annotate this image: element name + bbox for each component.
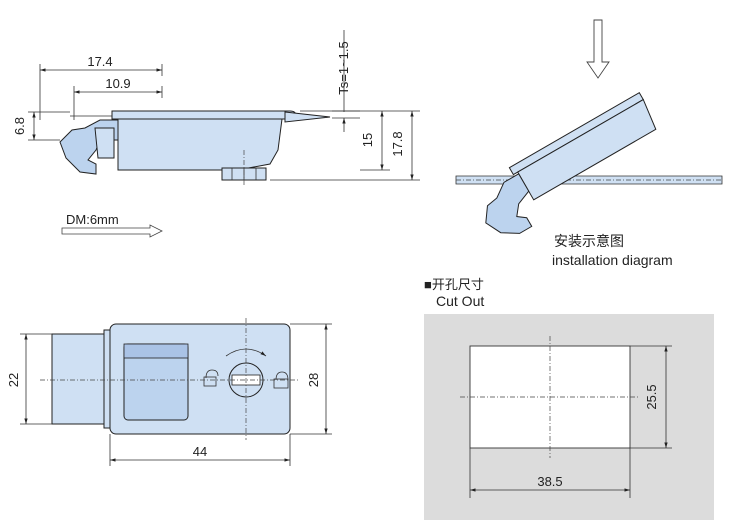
install-body bbox=[517, 98, 657, 201]
front-tongue bbox=[51, 333, 107, 425]
dim-22: 22 bbox=[6, 373, 21, 387]
dm-note: DM:6mm bbox=[61, 212, 163, 238]
dim-15: 15 bbox=[360, 133, 375, 147]
dim-17-8: 17.8 bbox=[390, 131, 405, 156]
push-arrow-icon bbox=[586, 19, 610, 79]
dim-28: 28 bbox=[306, 373, 321, 387]
dim-17-4: 17.4 bbox=[87, 54, 112, 69]
latch-body bbox=[117, 118, 283, 171]
install-tongue bbox=[485, 173, 533, 234]
dim-10-9: 10.9 bbox=[105, 76, 130, 91]
dim-38-5: 38.5 bbox=[537, 474, 562, 489]
cutout-view: ■开孔尺寸 Cut Out 25.5 38.5 bbox=[424, 277, 714, 520]
front-view: 22 28 44 bbox=[6, 318, 332, 466]
unlock-icon bbox=[205, 369, 219, 379]
cutout-title-en: Cut Out bbox=[436, 293, 484, 309]
dim-44: 44 bbox=[193, 444, 207, 459]
latch-flange bbox=[111, 110, 297, 120]
dm-label: DM:6mm bbox=[66, 212, 119, 227]
side-view: 17.4 10.9 6.8 Ts=1~1.5 15 17.8 bbox=[12, 30, 420, 186]
latch-tip bbox=[284, 111, 331, 123]
dm-arrow-icon bbox=[61, 224, 163, 238]
install-label-en: installation diagram bbox=[552, 252, 673, 268]
dim-ts: Ts=1~1.5 bbox=[336, 41, 351, 95]
cutout-title-cn: ■开孔尺寸 bbox=[424, 277, 484, 292]
installation-diagram: 安装示意图 installation diagram bbox=[455, 19, 723, 268]
lock-icon bbox=[275, 371, 289, 381]
tongue-inner bbox=[94, 127, 115, 159]
dim-6-8: 6.8 bbox=[12, 117, 27, 135]
install-label-cn: 安装示意图 bbox=[554, 233, 624, 249]
dim-25-5: 25.5 bbox=[644, 384, 659, 409]
